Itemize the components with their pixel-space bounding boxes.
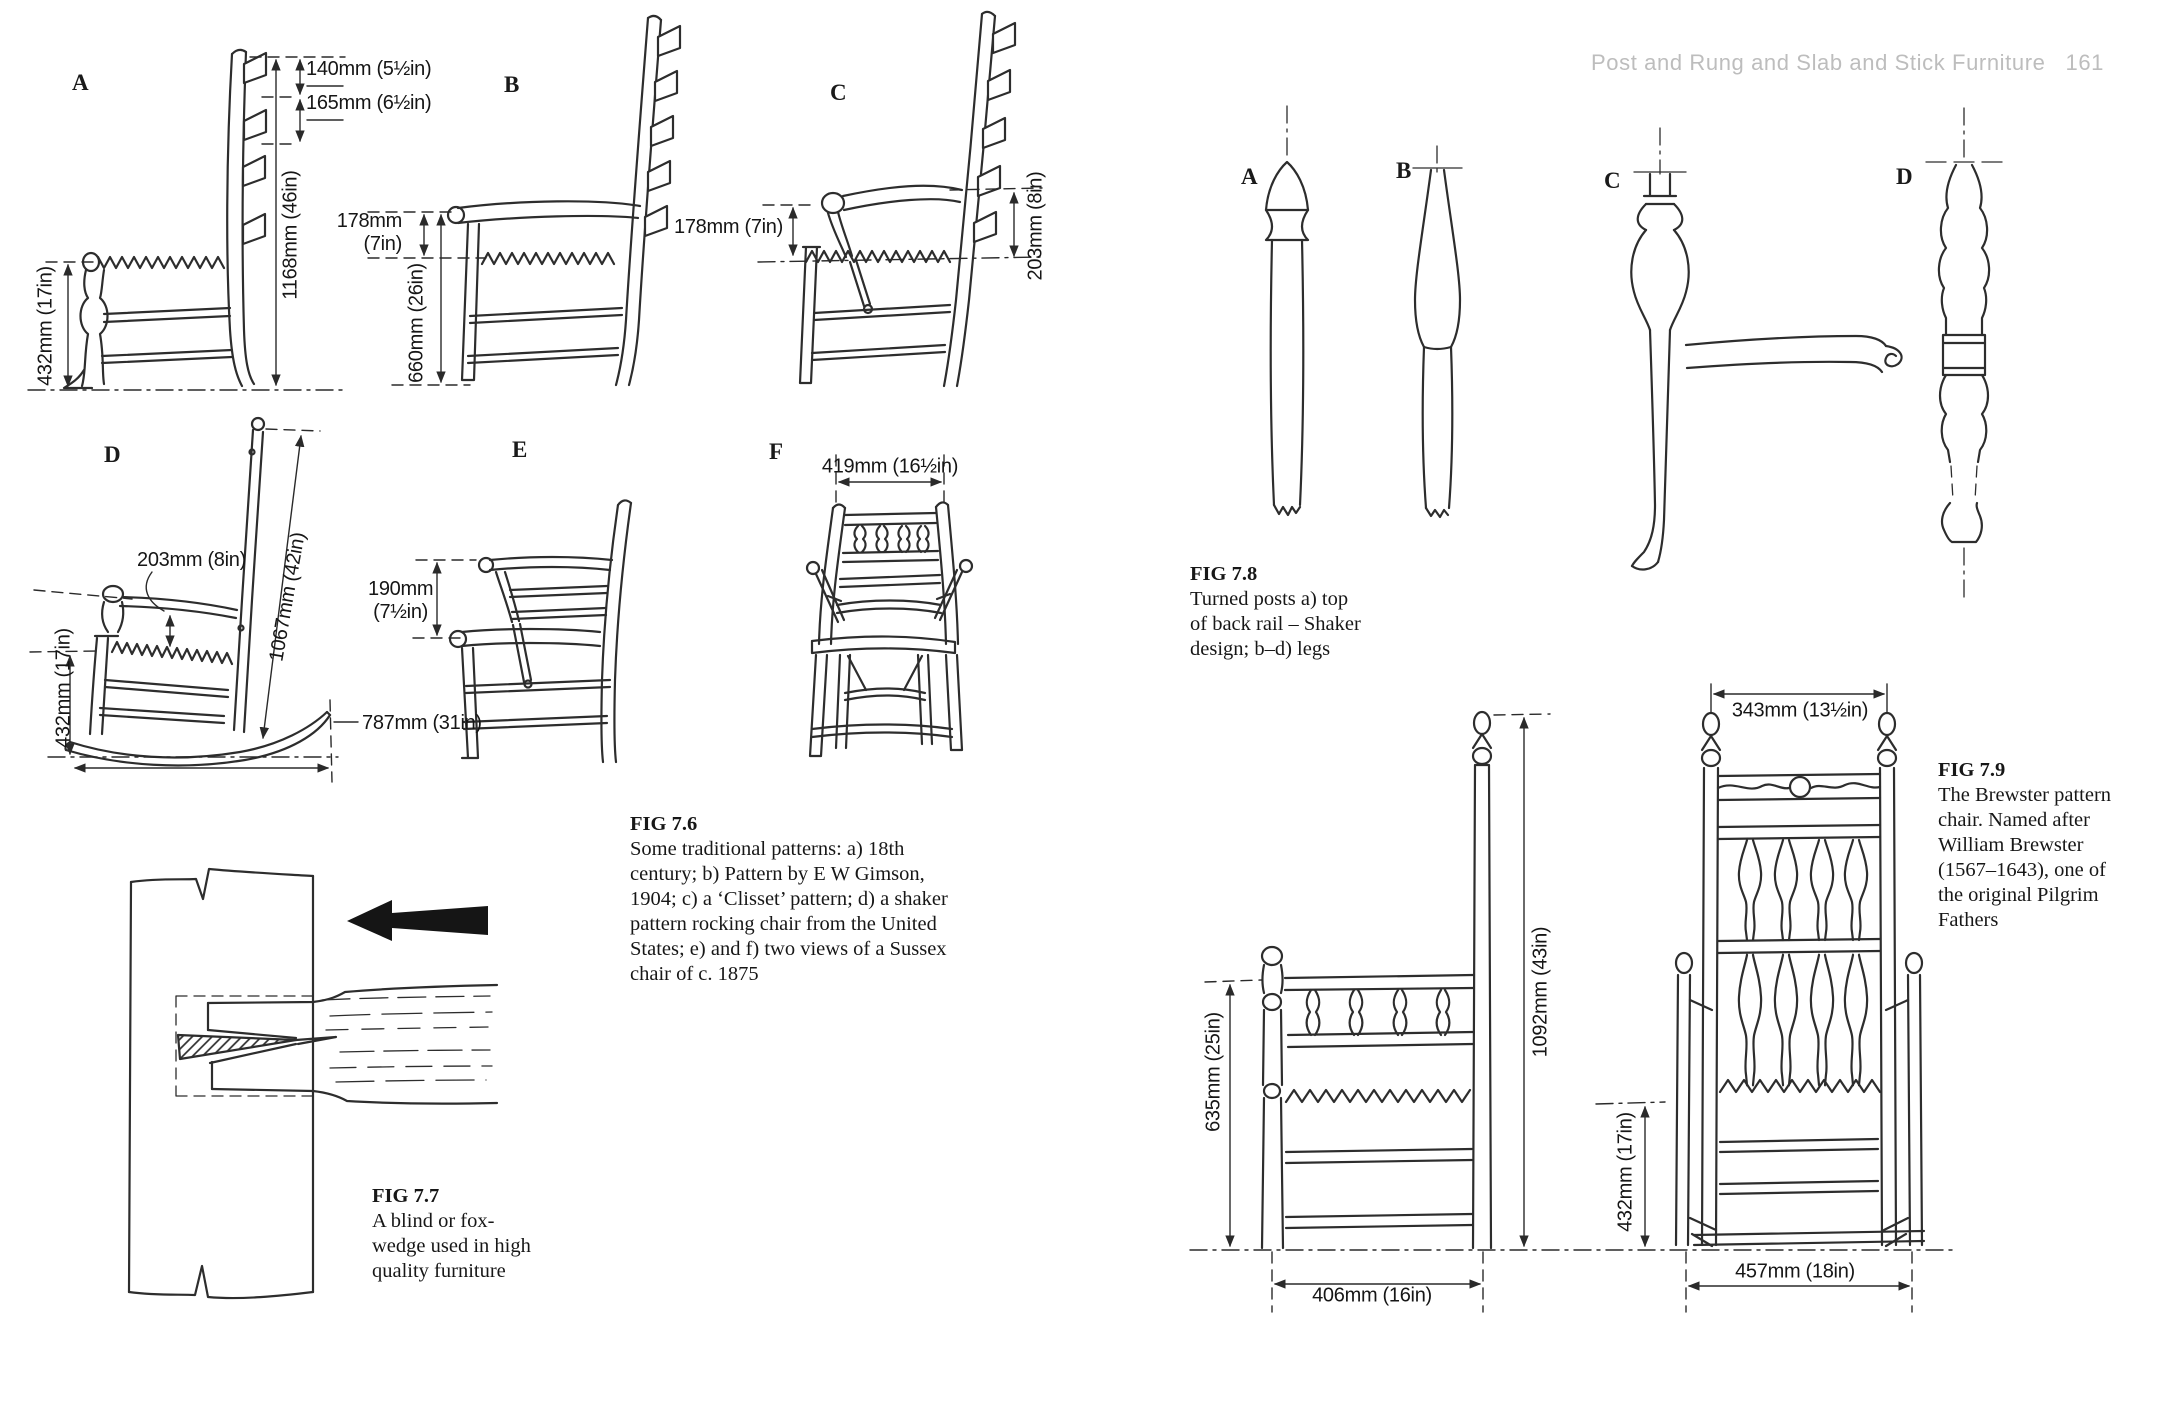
chair-label-b: B <box>504 72 520 97</box>
fig78-post-d-drawing <box>1925 107 2003 601</box>
fig76-chair-d-dimensions <box>29 428 359 783</box>
fig79-brewster-chair-dimensions <box>1189 683 1959 1313</box>
chair-label-c: C <box>830 80 847 105</box>
page-number: 161 <box>2065 50 2104 75</box>
fig76-chair-b-dimensions <box>367 211 487 386</box>
fig76-chair-e-dimensions <box>412 559 477 639</box>
fig77-drawing <box>127 867 499 1300</box>
fig78-caption: FIG 7.8 Turned posts a) top of back rail… <box>1190 563 1361 660</box>
dim-label-165mm: 165mm (6½in) <box>306 92 432 114</box>
fig76-caption: FIG 7.6 Some traditional patterns: a) 18… <box>630 813 948 985</box>
page-header: Post and Rung and Slab and Stick Furnitu… <box>1591 50 2104 76</box>
force-direction-arrow-icon <box>347 900 488 941</box>
fig76-chair-a-dimensions <box>27 56 346 391</box>
dim-label-343mm: 343mm (13½in) <box>1731 699 1869 722</box>
dim-label-203mm-d: 203mm (8in) <box>137 549 246 571</box>
fig76-chair-e-drawing <box>448 499 633 764</box>
fig79-caption-title: FIG 7.9 <box>1938 759 2006 781</box>
fig76-chair-c-dimensions <box>757 187 1043 263</box>
dim-label-1168mm: 1168mm (46in) <box>279 170 302 300</box>
fig77-caption: FIG 7.7 A blind or fox- wedge used in hi… <box>372 1185 531 1282</box>
chair-label-a: A <box>72 70 89 95</box>
dim-label-406mm: 406mm (16in) <box>1312 1284 1432 1307</box>
chair-label-f: F <box>769 439 784 464</box>
dim-label-190mm: 190mm (7½in) <box>368 578 434 623</box>
fig76-chair-a-drawing <box>62 48 268 390</box>
fig79-side-chair-drawing <box>1260 710 1493 1250</box>
fig78-post-c-drawing <box>1630 127 1903 571</box>
fig77-caption-title: FIG 7.7 <box>372 1185 440 1207</box>
dim-label-787mm: 787mm (31in) <box>362 712 482 734</box>
fig79-caption: FIG 7.9 The Brewster pattern chair. Name… <box>1938 759 2112 931</box>
fig76-caption-title: FIG 7.6 <box>630 813 698 835</box>
fig78-post-a-drawing <box>1264 105 1310 517</box>
dim-label-1092mm: 1092mm (43in) <box>1529 926 1552 1058</box>
fig78-caption-title: FIG 7.8 <box>1190 563 1258 585</box>
dim-label-635mm: 635mm (25in) <box>1202 1012 1225 1132</box>
post-label-b: B <box>1396 158 1412 183</box>
dim-label-432mm-d: 432mm (17in) <box>52 628 75 748</box>
dim-label-432mm-brewster: 432mm (17in) <box>1614 1112 1637 1232</box>
running-head: Post and Rung and Slab and Stick Furnitu… <box>1591 50 2046 75</box>
post-label-c: C <box>1604 168 1621 193</box>
chair-label-d: D <box>104 442 121 467</box>
fig76-chair-f-dimensions <box>835 454 945 503</box>
dim-label-140mm: 140mm (5½in) <box>306 58 432 80</box>
dim-label-660mm: 660mm (26in) <box>405 263 428 383</box>
post-label-d: D <box>1896 164 1913 189</box>
fig79-brewster-chair-drawing <box>1674 711 1926 1248</box>
fig76-chair-c-drawing <box>798 10 1017 388</box>
dim-label-457mm: 457mm (18in) <box>1735 1260 1855 1283</box>
dim-label-419mm: 419mm (16½in) <box>821 455 959 478</box>
post-label-a: A <box>1241 164 1258 189</box>
dim-label-178mm-b: 178mm (7in) <box>336 210 403 255</box>
fig76-chair-f-drawing <box>805 501 974 758</box>
fig76-chair-b-drawing <box>446 14 682 387</box>
dim-label-203mm-c: 203mm (8in) <box>1024 171 1047 281</box>
chair-label-e: E <box>512 437 528 462</box>
dim-label-178mm-c: 178mm (7in) <box>674 216 783 238</box>
fig78-post-b-drawing <box>1412 145 1463 519</box>
fig79-side-chair-dimensions <box>1204 713 1551 1313</box>
dim-label-432mm-a: 432mm (17in) <box>34 266 57 386</box>
